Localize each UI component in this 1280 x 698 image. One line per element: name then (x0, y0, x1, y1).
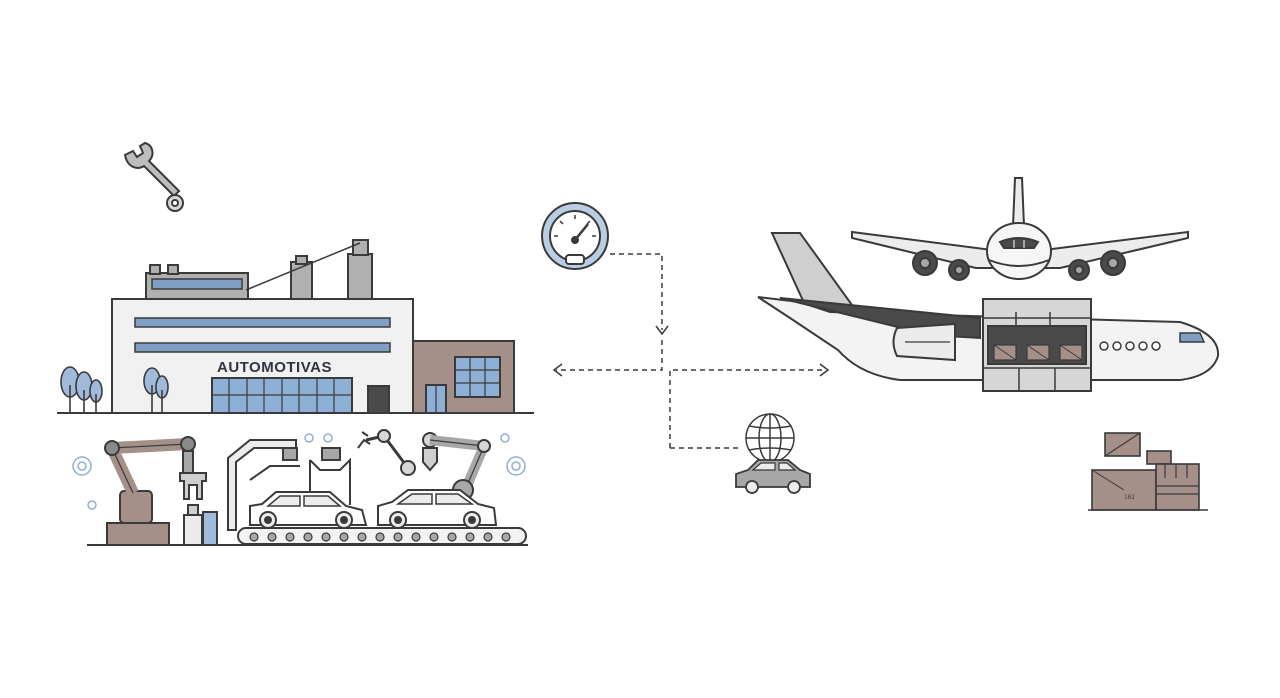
chimney (347, 253, 373, 300)
globe-icon (745, 413, 795, 463)
factory-building: AUTOMOTIVAS (57, 239, 534, 414)
gantry-robot (227, 439, 300, 531)
wrench-icon (123, 141, 184, 212)
flow-arrow-to-aircraft (669, 369, 826, 448)
gear-icon (72, 433, 526, 510)
factory-sign: AUTOMOTIVAS (217, 359, 332, 376)
jet-engine (912, 250, 1126, 281)
car-on-line (377, 489, 498, 529)
cargo-box-label: 102 (1124, 494, 1135, 501)
cargo-boxes: 102 (1088, 432, 1208, 511)
assembly-line (72, 429, 528, 546)
speedometer-icon (541, 202, 609, 270)
conveyor-belt (237, 527, 527, 545)
car-on-line (249, 491, 368, 529)
flow-arrows (556, 253, 826, 448)
cargo-bay (982, 298, 1092, 392)
flow-arrow-to-factory (556, 340, 663, 371)
delivery-car (735, 459, 811, 494)
passenger-windows (1099, 341, 1161, 351)
robot-arm-left (104, 436, 207, 546)
trees (60, 366, 169, 413)
cockpit-window (1179, 332, 1206, 343)
airplane-front-view (851, 177, 1189, 281)
tail-fin (770, 232, 854, 306)
factory-door (367, 385, 390, 414)
cargo-airplane-side-view (757, 232, 1220, 392)
flow-arrow-gauge-down (610, 253, 663, 330)
